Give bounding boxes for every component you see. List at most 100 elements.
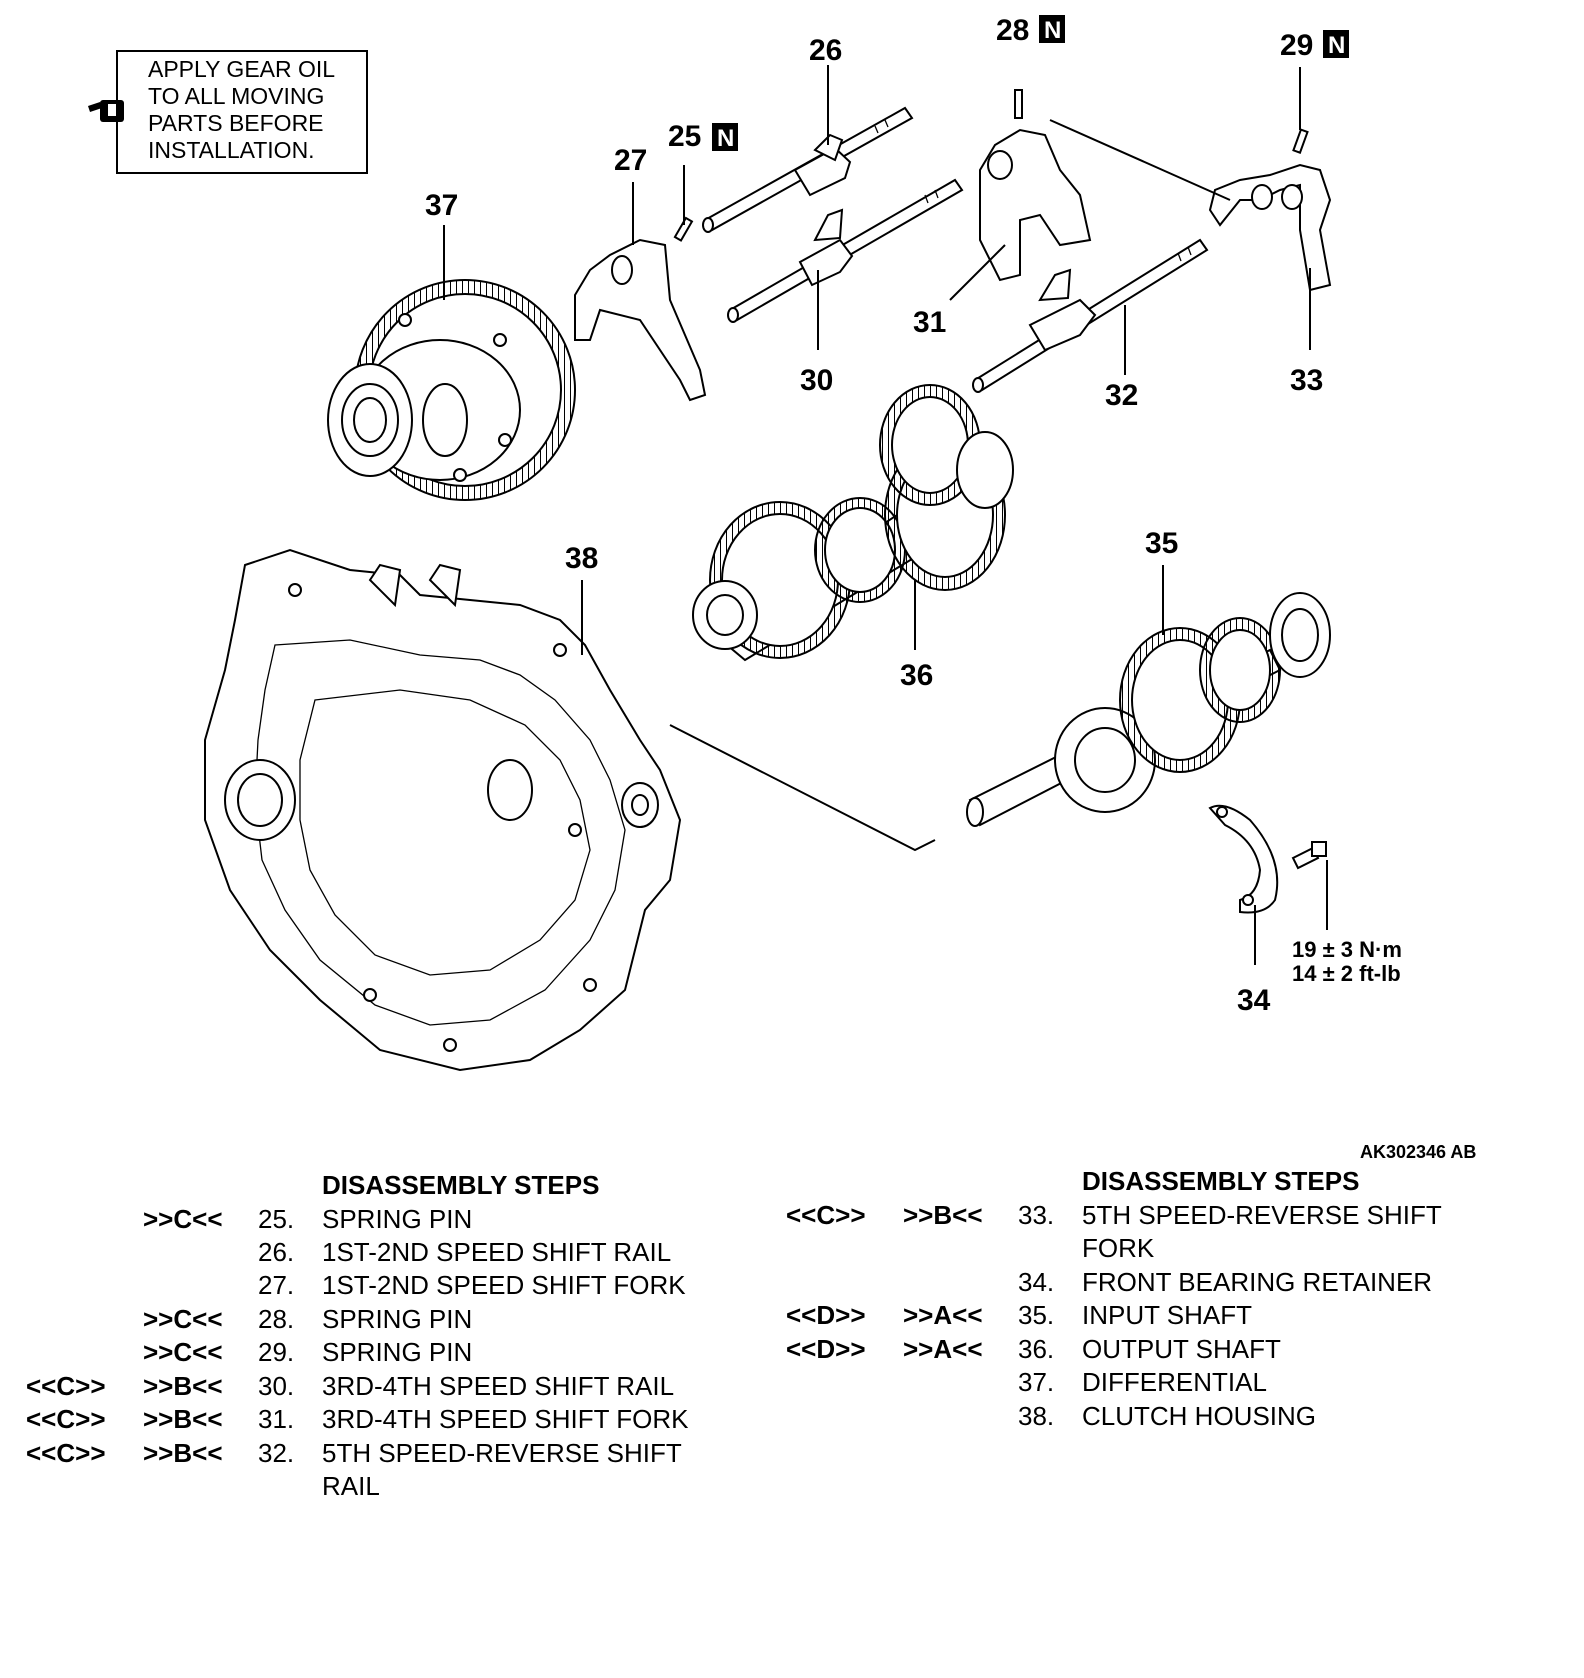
- step-row: 26.1ST-2ND SPEED SHIFT RAIL: [0, 1237, 760, 1270]
- callout-37: 37: [425, 189, 458, 222]
- step-row: 37. DIFFERENTIAL: [760, 1367, 1580, 1400]
- callout-27: 27: [614, 144, 647, 177]
- step-row: >>C<< 28. SPRING PIN: [0, 1304, 760, 1337]
- install-mark: >>B<<: [903, 1200, 983, 1230]
- step-number: 32.: [258, 1438, 295, 1468]
- gear-oil-note: APPLY GEAR OIL TO ALL MOVING PARTS BEFOR…: [116, 50, 368, 174]
- step-row: 38. CLUTCH HOUSING: [760, 1401, 1580, 1434]
- callout-25: 25: [668, 120, 701, 153]
- note-line: PARTS BEFORE: [148, 110, 324, 136]
- note-line: TO ALL MOVING: [148, 83, 325, 109]
- install-mark: >>B<<: [143, 1438, 223, 1468]
- step-row: <<D>>>>A<<36.OUTPUT SHAFT: [760, 1334, 1580, 1367]
- step-row: 27. 1ST-2ND SPEED SHIFT FORK: [0, 1270, 760, 1303]
- front-bearing-retainer-34: [1208, 804, 1279, 914]
- step-number: 38.: [1018, 1401, 1055, 1431]
- step-name: SPRING PIN: [322, 1337, 473, 1367]
- step-number: 27.: [258, 1270, 295, 1300]
- callout-35: 35: [1145, 527, 1178, 560]
- step-number: 29.: [258, 1337, 295, 1367]
- note-line: INSTALLATION.: [148, 137, 315, 163]
- callout-30: 30: [800, 364, 833, 397]
- step-name: CLUTCH HOUSING: [1082, 1401, 1317, 1431]
- step-number: 35.: [1018, 1300, 1055, 1330]
- install-mark: >>C<<: [143, 1304, 223, 1334]
- step-name: FRONT BEARING RETAINER: [1082, 1267, 1433, 1297]
- removal-mark: <<D>>: [786, 1334, 866, 1364]
- torque-metric: 19 ± 3 N·m: [1292, 937, 1402, 962]
- spring-pin-28: [1014, 89, 1023, 119]
- shift-rail-30: [727, 178, 964, 323]
- step-name: 5TH SPEED-REVERSE SHIFT: [322, 1438, 682, 1468]
- install-mark: >>C<<: [143, 1337, 223, 1367]
- step-number: 25.: [258, 1204, 295, 1234]
- step-number: 36.: [1018, 1334, 1055, 1364]
- step-name-continued: FORK: [1082, 1233, 1155, 1263]
- callout-26: 26: [809, 34, 842, 67]
- step-row: <<C>> >>B<< 31. 3RD-4TH SPEED SHIFT FORK: [0, 1404, 760, 1437]
- torque-imperial: 14 ± 2 ft-lb: [1292, 961, 1401, 986]
- step-name: 5TH SPEED-REVERSE SHIFT: [1082, 1200, 1442, 1230]
- n-badge-25: [712, 123, 738, 151]
- callout-36: 36: [900, 659, 933, 692]
- step-name: SPRING PIN: [322, 1204, 473, 1234]
- spring-pin-29: [1292, 128, 1309, 154]
- callout-29: 29: [1280, 29, 1313, 62]
- callout-38: 38: [565, 542, 598, 575]
- step-row: >>C<< 29. SPRING PIN: [0, 1337, 760, 1370]
- output-shaft-36: [692, 384, 1014, 662]
- step-name: DIFFERENTIAL: [1082, 1367, 1267, 1397]
- shift-fork-31: [979, 128, 1092, 282]
- install-mark: >>B<<: [143, 1404, 223, 1434]
- spring-pin-25: [673, 216, 694, 242]
- step-name: 1ST-2ND SPEED SHIFT FORK: [322, 1270, 686, 1300]
- step-number: 28.: [258, 1304, 295, 1334]
- steps-heading: DISASSEMBLY STEPS: [322, 1170, 600, 1200]
- install-mark: >>C<<: [143, 1204, 223, 1234]
- step-row: <<D>> >>A<< 35. INPUT SHAFT: [760, 1300, 1580, 1333]
- removal-mark: <<C>>: [26, 1438, 106, 1468]
- shift-rail-26: [702, 106, 914, 233]
- removal-mark: <<C>>: [786, 1200, 866, 1230]
- step-row: <<C>>>>B<<30.3RD-4TH SPEED SHIFT RAIL: [0, 1371, 760, 1404]
- n-badge-28: [1039, 15, 1065, 43]
- install-mark: >>A<<: [903, 1334, 983, 1364]
- note-line: APPLY GEAR OIL: [148, 56, 336, 82]
- differential-37: [327, 279, 576, 501]
- n-badge-29: [1323, 30, 1349, 58]
- exploded-view-diagram: 25 N 26 27 28 N 29 N 30 31 32 33 34 35 3…: [204, 14, 1402, 1072]
- step-name: 3RD-4TH SPEED SHIFT RAIL: [322, 1371, 675, 1401]
- shift-fork-27: [574, 238, 707, 402]
- callout-28: 28: [996, 14, 1029, 47]
- step-row: >>C<< 25. SPRING PIN: [0, 1204, 760, 1237]
- n-mark-28: N: [1044, 17, 1061, 44]
- install-mark: >>B<<: [143, 1371, 223, 1401]
- reference-code: AK302346 AB: [1360, 1142, 1477, 1162]
- step-number: 31.: [258, 1404, 295, 1434]
- step-name: INPUT SHAFT: [1082, 1300, 1252, 1330]
- callout-33: 33: [1290, 364, 1323, 397]
- removal-mark: <<C>>: [26, 1404, 106, 1434]
- n-mark-29: N: [1328, 32, 1345, 59]
- shift-fork-33: [1208, 163, 1332, 292]
- callout-32: 32: [1105, 379, 1138, 412]
- leader-lines: [443, 65, 1328, 965]
- oil-can-icon: [88, 100, 124, 122]
- step-name: SPRING PIN: [322, 1304, 473, 1334]
- clutch-housing-38: [204, 548, 682, 1072]
- step-number: 34.: [1018, 1267, 1055, 1297]
- step-number: 37.: [1018, 1367, 1055, 1397]
- step-number: 33.: [1018, 1200, 1055, 1230]
- bolt: [1291, 841, 1327, 870]
- step-row: 34. FRONT BEARING RETAINER: [760, 1267, 1580, 1300]
- step-number: 30.: [258, 1371, 295, 1401]
- install-mark: >>A<<: [903, 1300, 983, 1330]
- removal-mark: <<D>>: [786, 1300, 866, 1330]
- step-number: 26.: [258, 1237, 295, 1267]
- step-name: 3RD-4TH SPEED SHIFT FORK: [322, 1404, 689, 1434]
- shift-rail-32: [972, 238, 1209, 393]
- step-name-continued: RAIL: [322, 1471, 380, 1501]
